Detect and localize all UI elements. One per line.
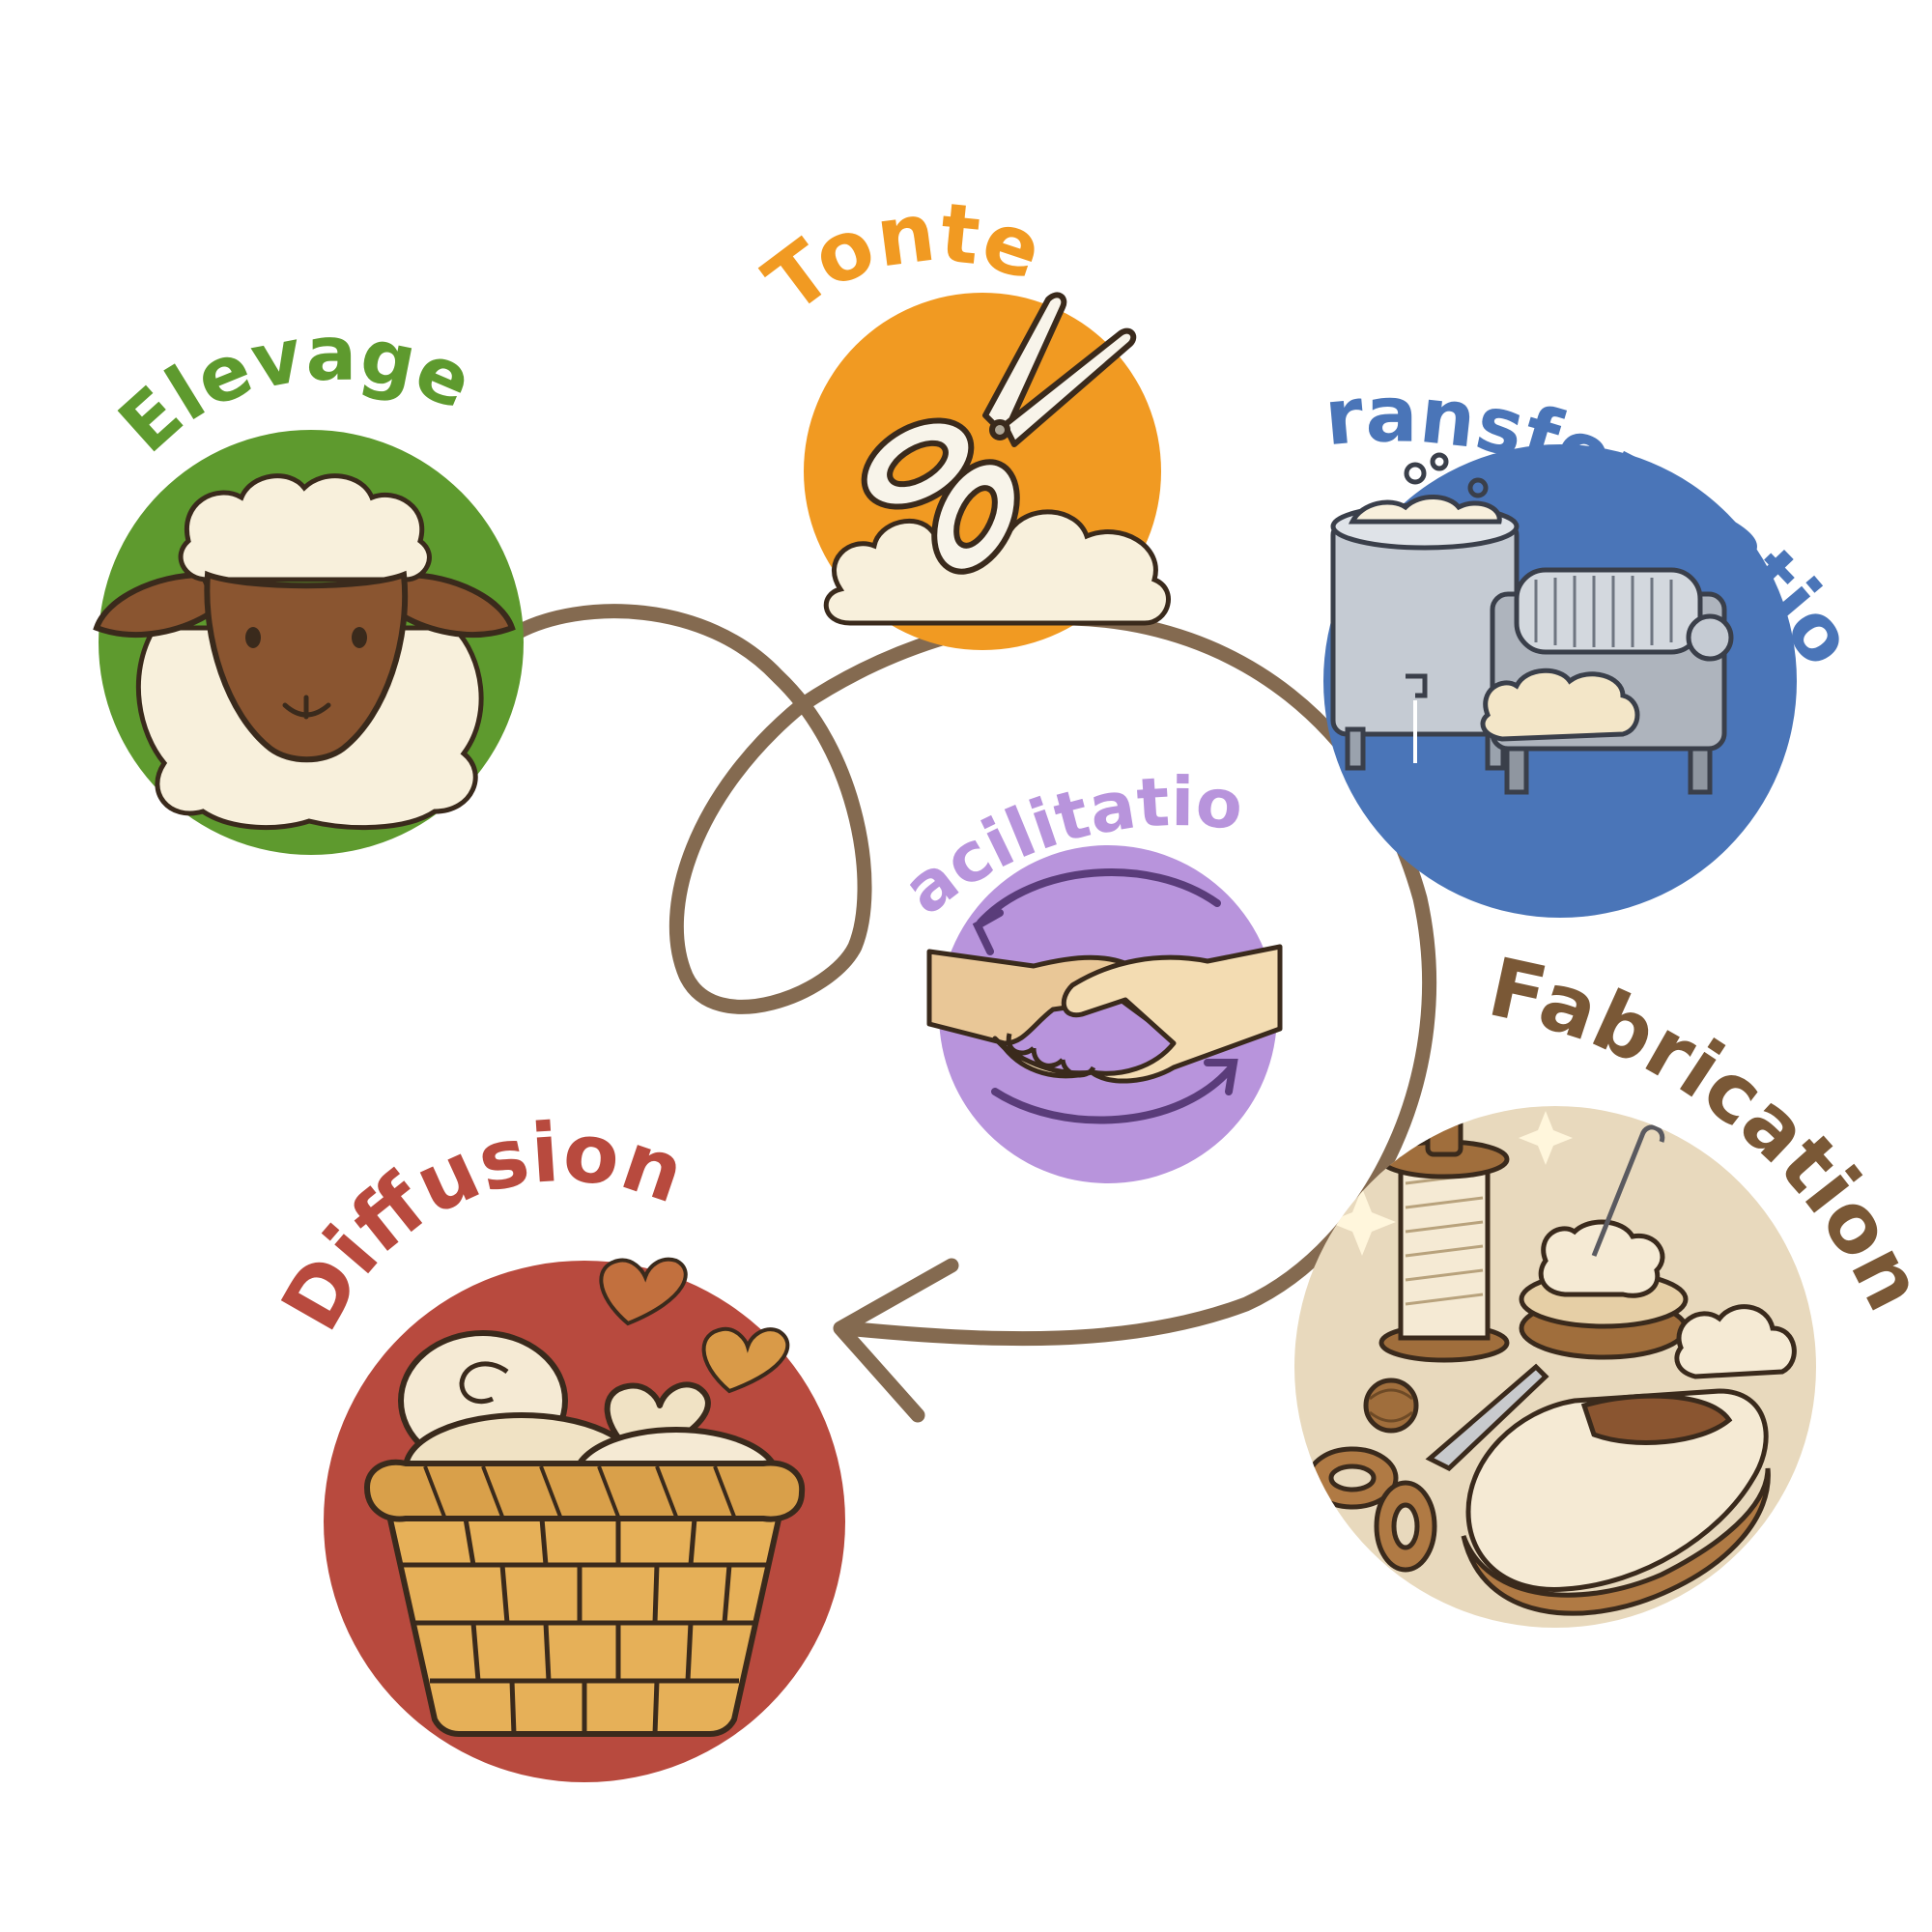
stage-diffusion[interactable]: Diffusion xyxy=(263,1104,845,1782)
connector-arrowhead xyxy=(833,1258,959,1423)
stage-tonte[interactable]: Tonte xyxy=(748,185,1171,650)
sheep-icon xyxy=(93,473,516,831)
stage-fabrication[interactable]: Fabrication xyxy=(1294,940,1932,1628)
stage-elevage[interactable]: Elevage xyxy=(93,311,524,855)
cycle-arrows-icon xyxy=(972,868,1238,1124)
basket-hearts-icon xyxy=(364,1330,806,1737)
cycle-connector xyxy=(509,604,1437,1423)
handshake-icon xyxy=(926,944,1283,1084)
scissors-icon xyxy=(861,292,1137,575)
connector-path xyxy=(509,604,1437,1347)
wool-processing-machine-icon xyxy=(1330,452,1734,795)
hearts-icon xyxy=(599,1257,790,1394)
wool-cloud-icon xyxy=(823,509,1171,626)
